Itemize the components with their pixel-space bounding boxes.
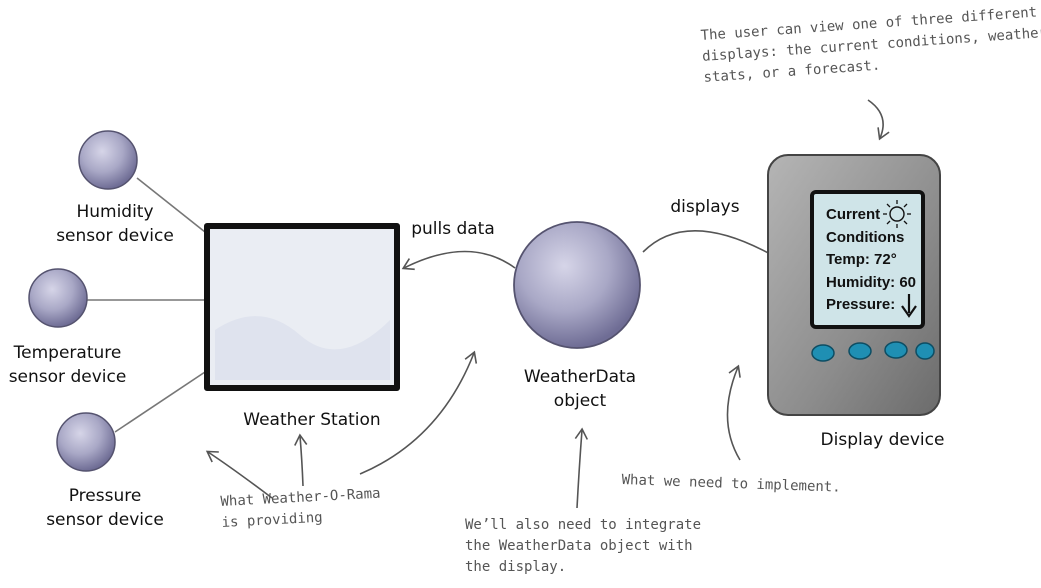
top-note-arrow bbox=[867, 99, 890, 141]
pulls-data-arrow bbox=[401, 250, 516, 271]
provided-arrow-1 bbox=[205, 450, 273, 499]
temperature-sensor-sphere bbox=[28, 268, 88, 328]
pressure-sensor-sphere bbox=[56, 412, 116, 472]
weather-station-label: Weather Station bbox=[243, 410, 381, 430]
displays-label: displays bbox=[670, 197, 740, 217]
displays-arrow bbox=[642, 229, 787, 264]
pulls-data-label: pulls data bbox=[411, 219, 495, 239]
display-device-label: Display device bbox=[820, 430, 945, 450]
screen-title-line2: Conditions bbox=[826, 229, 905, 246]
device-button-4[interactable] bbox=[915, 342, 935, 360]
device-button-3[interactable] bbox=[884, 341, 908, 359]
display-screen bbox=[810, 190, 925, 329]
pressure-down-arrow-icon bbox=[901, 294, 917, 318]
device-button-2[interactable] bbox=[848, 342, 872, 360]
humidity-connector bbox=[136, 177, 206, 233]
screen-pressure: Pressure: bbox=[826, 296, 896, 313]
provided-arrow-3 bbox=[359, 350, 478, 475]
device-button-1[interactable] bbox=[811, 344, 835, 362]
integrate-arrow bbox=[574, 427, 589, 509]
screen-temp: Temp: 72° bbox=[826, 251, 897, 268]
pressure-connector bbox=[114, 371, 206, 433]
humidity-sensor-sphere bbox=[78, 130, 138, 190]
screen-title-line1: Current bbox=[826, 206, 881, 223]
screen-humidity: Humidity: 60 bbox=[826, 274, 917, 291]
implement-arrow bbox=[726, 364, 741, 461]
sun-icon bbox=[883, 200, 911, 228]
provided-arrow-2 bbox=[294, 433, 308, 487]
weatherdata-sphere bbox=[513, 221, 641, 349]
